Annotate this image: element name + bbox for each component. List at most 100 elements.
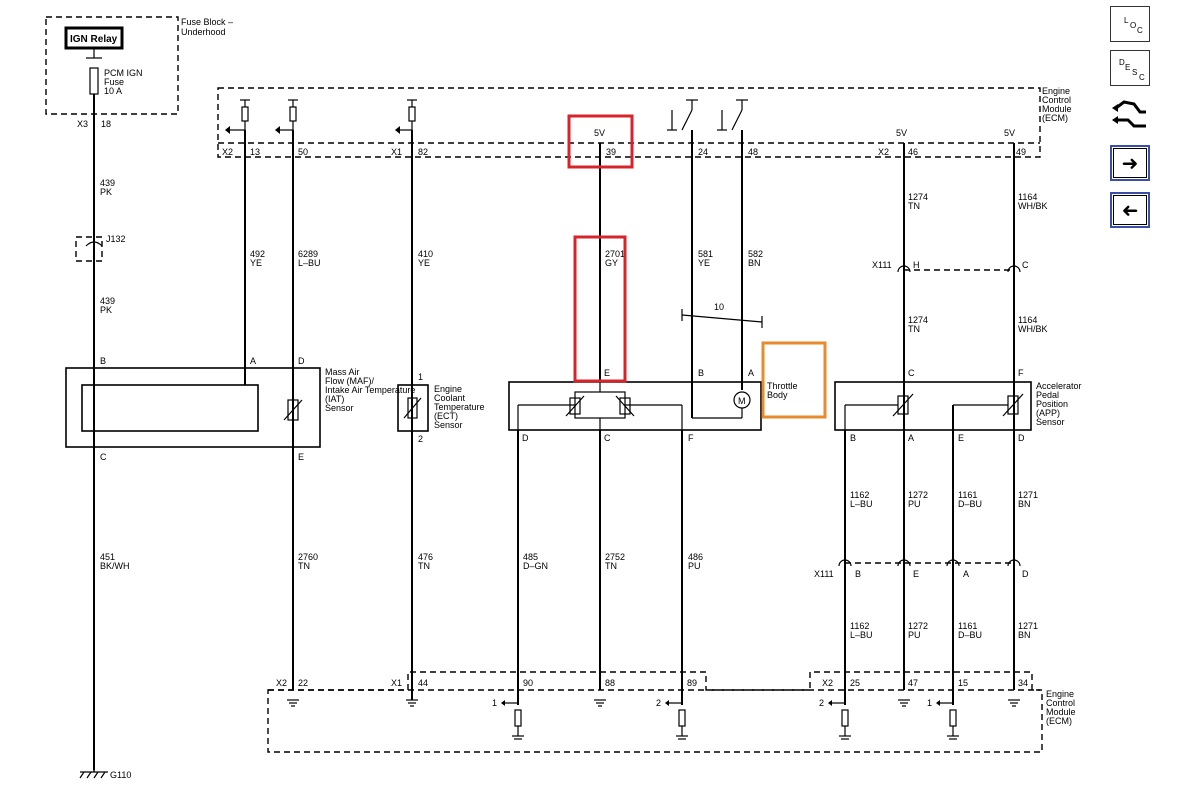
ref-mark-2b: 2 [819, 698, 824, 708]
x111-pin-c: C [1022, 260, 1029, 270]
ect-sensor-box [397, 384, 429, 432]
x3-connector-label: X3 [77, 119, 88, 129]
conn-label-x1-bottom: X1 [391, 678, 402, 688]
loc-letter-o: O [1130, 21, 1137, 30]
fuse-block-label: Fuse Block –Underhood [181, 17, 233, 37]
motor-label: M [738, 396, 746, 406]
ect-thermistor-icon [407, 397, 418, 419]
x111-pin-d: D [1022, 569, 1029, 579]
previous-button[interactable]: ➜ [1110, 192, 1150, 228]
splice-label: J132 [106, 234, 126, 244]
ecm-ground-symbols [287, 699, 1020, 707]
desc-letter-c: C [1139, 73, 1145, 82]
voltage-46: 5V [896, 128, 907, 138]
next-button[interactable]: ➜ [1110, 145, 1150, 181]
twisted-pair-marker [681, 314, 763, 323]
voltage-39: 5V [594, 128, 605, 138]
pin-24: 24 [698, 147, 708, 157]
app-pin-c: C [908, 368, 915, 378]
fuse-block-border [45, 16, 179, 115]
desc-letter-s: S [1132, 68, 1138, 77]
voltage-49: 5V [1004, 128, 1015, 138]
maf-sensor-box [65, 367, 321, 448]
pullup-13 [225, 99, 250, 134]
highlight-throttle-body [761, 341, 827, 419]
conn-label-x2-bottom: X2 [276, 678, 287, 688]
loc-letter-l: L [1124, 16, 1129, 25]
maf-pin-e: E [298, 452, 304, 462]
conn-label-x2-top: X2 [222, 147, 233, 157]
tb-pin-d: D [522, 433, 529, 443]
highlight-wire-2701 [573, 235, 627, 383]
app-pin-b: B [850, 433, 856, 443]
tb-pin-b: B [698, 368, 704, 378]
pullup-50 [275, 99, 298, 134]
loc-letter-c: C [1137, 26, 1143, 35]
pin-44: 44 [418, 678, 428, 688]
pin-89: 89 [687, 678, 697, 688]
ground-label: G110 [110, 770, 131, 780]
pin-39: 39 [606, 147, 616, 157]
ref-mark-1a: 1 [492, 698, 497, 708]
ign-relay-label: IGN Relay [70, 34, 118, 45]
twist-label: 10 [714, 302, 724, 312]
pin-90: 90 [523, 678, 533, 688]
app-pin-a: A [908, 433, 914, 443]
x111-pin-b: B [855, 569, 861, 579]
conn-label-x1-top: X1 [391, 147, 402, 157]
x111-pin-h: H [913, 260, 920, 270]
pin-34: 34 [1018, 678, 1028, 688]
pin-46: 46 [908, 147, 918, 157]
desc-letter-d: D [1119, 58, 1125, 67]
pin-22: 22 [298, 678, 308, 688]
app-sensor-box [834, 381, 1032, 431]
pin-25: 25 [850, 678, 860, 688]
left-arrow-icon: ➜ [1113, 195, 1147, 225]
tb-pin-a: A [748, 368, 754, 378]
maf-pin-d: D [298, 356, 305, 366]
tb-pin-c: C [604, 433, 611, 443]
right-arrow-icon: ➜ [1113, 148, 1147, 178]
x111-top-label: X111 [872, 260, 892, 270]
highlight-5v-ref [567, 114, 634, 169]
pin-49: 49 [1016, 147, 1026, 157]
pin-50: 50 [298, 147, 308, 157]
ecm-bottom-border [267, 671, 1043, 753]
connector-icon[interactable] [1110, 96, 1150, 136]
loc-button[interactable]: L O C [1110, 6, 1150, 42]
maf-pin-b: B [100, 356, 106, 366]
switch-24 [667, 99, 698, 131]
ect-pin-1: 1 [418, 372, 423, 382]
pin-13: 13 [250, 147, 260, 157]
switch-48 [717, 99, 748, 131]
desc-button[interactable]: D E S C [1110, 50, 1150, 86]
app-pin-e: E [958, 433, 964, 443]
tb-pin-f: F [688, 433, 694, 443]
app-pin-f: F [1018, 368, 1024, 378]
conn-label-x2-bottom-right: X2 [822, 678, 833, 688]
